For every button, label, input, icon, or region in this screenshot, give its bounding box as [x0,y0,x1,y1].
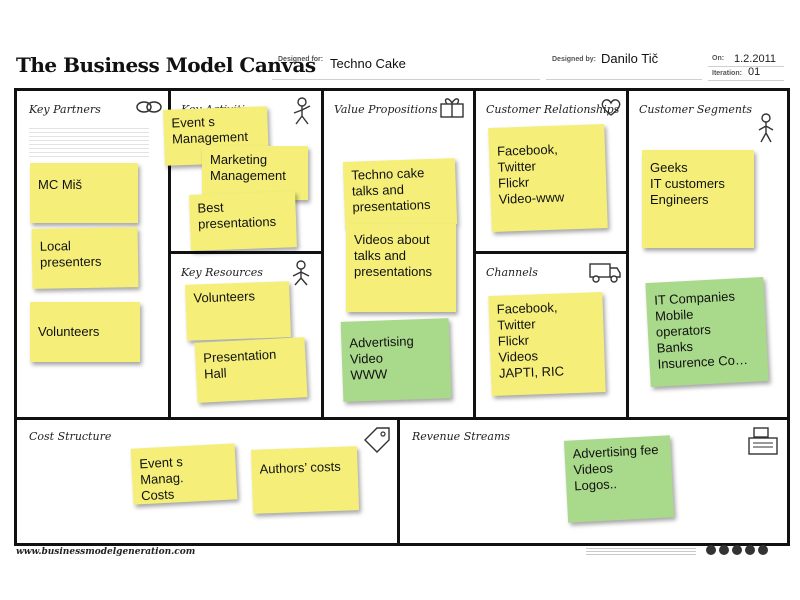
sticky-note-cost[interactable]: Authors’ costs [250,446,360,514]
person-icon [758,113,774,143]
key-partners-prompt [29,125,149,157]
revenue-streams-title: Revenue Streams [412,430,511,443]
sticky-note-key-partner[interactable]: MC Miš [30,163,138,223]
sticky-note-value-proposition[interactable]: Advertising Video WWW [340,318,452,402]
sticky-note-key-resource[interactable]: Volunteers [185,281,291,341]
canvas-title: The Business Model Canvas [16,53,316,77]
sticky-note-customer-relationship[interactable]: Facebook, Twitter Flickr Video-www [488,124,608,232]
worker-icon [293,97,311,125]
sticky-note-value-proposition[interactable]: Techno cake talks and presentations [342,158,458,228]
value-propositions-title: Value Propositions [334,103,438,116]
sticky-note-channel[interactable]: Facebook, Twitter Flickr Videos JAPTI, R… [488,292,606,396]
date-field[interactable]: On: 1.2.2011 [708,53,784,67]
sticky-note-key-activity[interactable]: Marketing Management [202,146,308,200]
sticky-note-key-resource[interactable]: Presentation Hall [194,337,308,403]
cash-register-icon [748,427,778,455]
chain-link-icon [136,101,162,113]
heart-icon [601,99,621,116]
designed-by-field[interactable]: Designed by: Danilo Tič [546,51,702,80]
creative-commons-icon [706,545,716,555]
share-alike-icon [732,545,742,555]
sticky-note-customer-segment[interactable]: Geeks IT customers Engineers [642,150,754,248]
customer-relationships-title: Customer Relationships [486,103,620,116]
sticky-note-value-proposition[interactable]: Videos about talks and presentations [346,224,456,312]
footer-url[interactable]: www.businessmodelgeneration.com [16,547,196,557]
key-partners-title: Key Partners [29,103,101,116]
truck-icon [589,263,621,283]
factory-worker-icon [292,260,310,286]
person-badge-icon [745,545,755,555]
sticky-note-cost[interactable]: Event s Manag. Costs [130,443,238,505]
sticky-note-customer-segment[interactable]: IT Companies Mobile operators Banks Insu… [645,276,769,388]
cost-structure-title: Cost Structure [29,430,112,443]
gift-icon [440,98,464,118]
license-text [586,546,696,556]
license-badge-icon [758,545,768,555]
iteration-label: Iteration: [712,70,742,77]
date-value: 1.2.2011 [734,53,777,65]
price-tag-icon [364,427,390,453]
sticky-note-key-partner[interactable]: Local presenters [31,227,139,289]
sticky-note-key-activity[interactable]: Best presentations [189,191,297,251]
iteration-value: 01 [748,66,761,78]
designed-for-label: Designed for: [278,56,324,63]
date-label: On: [712,55,725,62]
attribution-icon [719,545,729,555]
designed-by-label: Designed by: [552,56,596,63]
iteration-field[interactable]: Iteration: 01 [708,66,784,81]
sticky-note-key-partner[interactable]: Volunteers [30,302,140,362]
designed-for-field[interactable]: Designed for: Techno Cake [272,53,540,80]
key-resources-title: Key Resources [181,266,263,279]
designed-for-value: Techno Cake [330,56,406,71]
customer-segments-title: Customer Segments [639,103,753,116]
channels-title: Channels [486,266,538,279]
sticky-note-revenue[interactable]: Advertising fee Videos Logos.. [563,435,675,523]
designed-by-value: Danilo Tič [601,51,659,66]
